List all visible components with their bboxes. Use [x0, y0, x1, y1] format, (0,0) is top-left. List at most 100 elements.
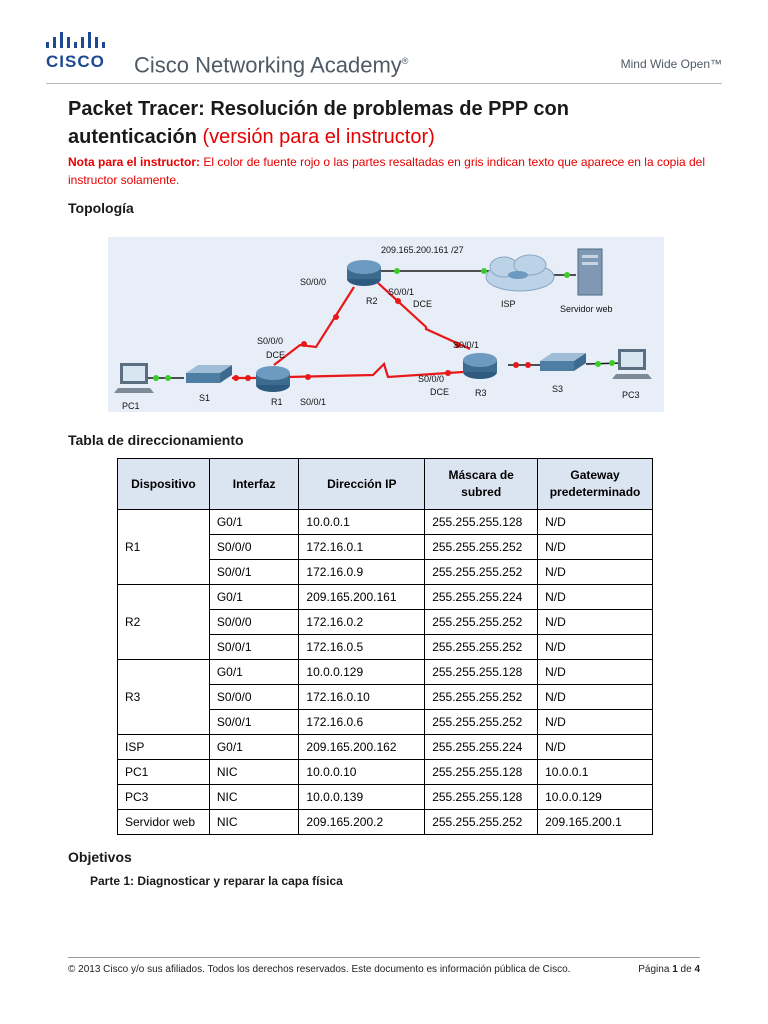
- cell-iface: S0/0/0: [208, 609, 300, 635]
- label-s1: S1: [199, 393, 210, 403]
- cell-mask: 255.255.255.252: [424, 709, 539, 735]
- cell-device: R3: [117, 659, 210, 735]
- objective-part-1: Parte 1: Diagnosticar y reparar la capa …: [90, 874, 343, 888]
- instructor-version-label: (versión para el instructor): [202, 126, 435, 148]
- cell-gw: 209.165.200.1: [537, 809, 653, 835]
- label-r2-dce: DCE: [413, 299, 432, 309]
- label-r3-dce: DCE: [430, 387, 449, 397]
- cell-ip: 172.16.0.2: [298, 609, 426, 635]
- cell-ip: 10.0.0.129: [298, 659, 426, 685]
- cell-gw: N/D: [537, 734, 653, 760]
- cell-iface: S0/0/0: [208, 684, 300, 710]
- cell-gw: N/D: [537, 584, 653, 610]
- cell-mask: 255.255.255.252: [424, 634, 539, 660]
- cell-iface: G0/1: [208, 734, 300, 760]
- cell-gw: N/D: [537, 559, 653, 585]
- label-r1-s001: S0/0/1: [300, 397, 326, 407]
- cell-iface: S0/0/1: [208, 709, 300, 735]
- cell-gw: N/D: [537, 534, 653, 560]
- cell-mask: 255.255.255.252: [424, 534, 539, 560]
- web-server-icon: [577, 248, 603, 296]
- cisco-logo-text: CISCO: [46, 52, 105, 71]
- column-header: Máscara de subred: [424, 458, 539, 510]
- academy-name: Cisco Networking Academy®: [134, 52, 409, 78]
- page-footer: © 2013 Cisco y/o sus afiliados. Todos lo…: [68, 964, 700, 975]
- cell-ip: 172.16.0.1: [298, 534, 426, 560]
- instructor-note-label: Nota para el instructor:: [68, 155, 201, 169]
- switch-s1-icon: [186, 365, 232, 383]
- page-header: CISCO Cisco Networking Academy® Mind Wid…: [0, 0, 768, 88]
- cell-ip: 172.16.0.6: [298, 709, 426, 735]
- cisco-logo-bars-icon: [46, 32, 105, 48]
- cell-iface: G0/1: [208, 659, 300, 685]
- cell-ip: 209.165.200.162: [298, 734, 426, 760]
- cell-mask: 255.255.255.128: [424, 759, 539, 785]
- cell-device: R2: [117, 584, 210, 660]
- cell-ip: 172.16.0.10: [298, 684, 426, 710]
- cell-mask: 255.255.255.224: [424, 584, 539, 610]
- cell-ip: 209.165.200.161: [298, 584, 426, 610]
- router-r1-icon: [256, 366, 290, 392]
- section-heading-addressing: Tabla de direccionamiento: [68, 432, 244, 448]
- cell-iface: S0/0/1: [208, 634, 300, 660]
- cell-mask: 255.255.255.252: [424, 684, 539, 710]
- cell-mask: 255.255.255.252: [424, 609, 539, 635]
- cell-mask: 255.255.255.128: [424, 784, 539, 810]
- label-r1-s000: S0/0/0: [257, 336, 283, 346]
- cell-ip: 10.0.0.139: [298, 784, 426, 810]
- column-header: Dispositivo: [117, 458, 210, 510]
- cell-gw: N/D: [537, 659, 653, 685]
- label-isp-network: 209.165.200.161 /27: [381, 245, 464, 255]
- footer-divider: [68, 957, 700, 958]
- serial-r2-r3: [377, 282, 471, 351]
- label-pc1: PC1: [122, 401, 140, 411]
- cell-device: R1: [117, 509, 210, 585]
- link-s3-pc3: [585, 362, 624, 365]
- column-header: Gateway predeterminado: [537, 458, 653, 510]
- cell-mask: 255.255.255.224: [424, 734, 539, 760]
- cell-gw: 10.0.0.1: [537, 759, 653, 785]
- router-r3-icon: [463, 353, 497, 379]
- pc1-icon: [114, 363, 154, 393]
- cell-ip: 172.16.0.9: [298, 559, 426, 585]
- label-web-server: Servidor web: [560, 304, 613, 314]
- label-r3-s000: S0/0/0: [418, 374, 444, 384]
- page-number: Página 1 de 4: [638, 964, 700, 975]
- isp-cloud-icon: [485, 254, 555, 292]
- instructor-note: Nota para el instructor: El color de fue…: [68, 153, 708, 189]
- cell-mask: 255.255.255.252: [424, 809, 539, 835]
- cell-mask: 255.255.255.128: [424, 659, 539, 685]
- cell-gw: N/D: [537, 709, 653, 735]
- pc3-icon: [612, 349, 652, 379]
- column-header: Interfaz: [208, 458, 300, 510]
- label-r2-s001: S0/0/1: [388, 287, 414, 297]
- cell-ip: 209.165.200.2: [298, 809, 426, 835]
- serial-r1-r3: [287, 361, 464, 379]
- router-r2-icon: [347, 260, 381, 286]
- cell-iface: NIC: [208, 759, 300, 785]
- label-r3: R3: [475, 388, 487, 398]
- cell-iface: S0/0/0: [208, 534, 300, 560]
- cell-gw: 10.0.0.129: [537, 784, 653, 810]
- label-r1-dce: DCE: [266, 350, 285, 360]
- link-lights: [153, 268, 615, 381]
- cell-ip: 10.0.0.1: [298, 509, 426, 535]
- cell-mask: 255.255.255.128: [424, 509, 539, 535]
- header-divider: [46, 83, 722, 84]
- cell-gw: N/D: [537, 634, 653, 660]
- title-line-2: autenticación (versión para el instructo…: [68, 126, 435, 148]
- label-s3: S3: [552, 384, 563, 394]
- cell-iface: S0/0/1: [208, 559, 300, 585]
- title-line-1: Packet Tracer: Resolución de problemas d…: [68, 98, 569, 120]
- cell-ip: 172.16.0.5: [298, 634, 426, 660]
